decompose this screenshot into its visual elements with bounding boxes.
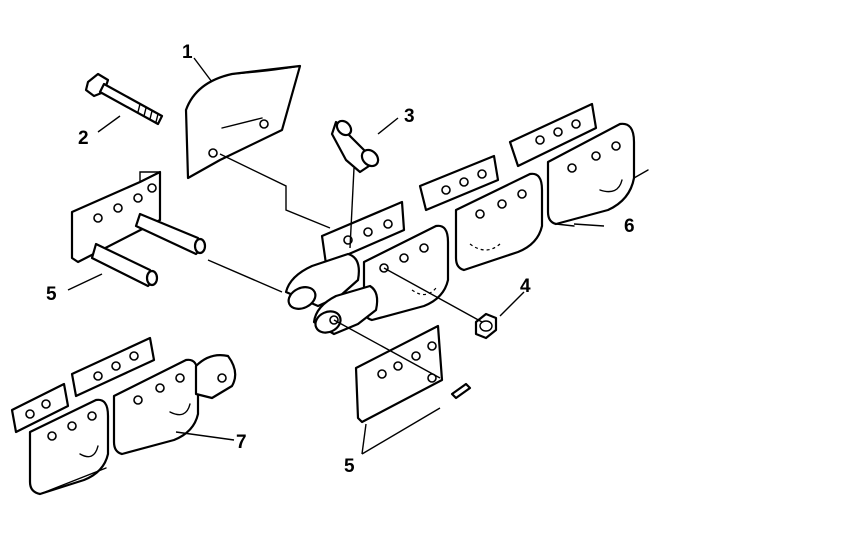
callout-3: 3 bbox=[404, 106, 415, 127]
callout-5-upper: 5 bbox=[46, 284, 57, 305]
chain-main bbox=[284, 102, 649, 336]
callout-2: 2 bbox=[78, 128, 89, 149]
callout-4: 4 bbox=[520, 276, 531, 297]
chain-section-lower bbox=[10, 336, 237, 496]
nut bbox=[474, 312, 498, 340]
bushing bbox=[330, 119, 380, 174]
flight-plate bbox=[184, 64, 302, 180]
bolt bbox=[84, 72, 164, 126]
pin-plate-upper bbox=[70, 170, 207, 288]
callout-6: 6 bbox=[624, 216, 635, 237]
side-plate-lower bbox=[354, 324, 472, 424]
callout-7: 7 bbox=[236, 432, 247, 453]
callout-labels: 1 2 3 4 5 5 6 7 bbox=[46, 42, 635, 477]
callout-1: 1 bbox=[182, 42, 193, 63]
leader-lines bbox=[67, 57, 605, 455]
callout-5-lower: 5 bbox=[344, 456, 355, 477]
